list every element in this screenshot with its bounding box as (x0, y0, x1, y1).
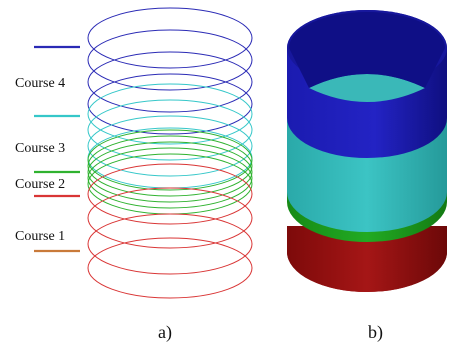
course-label-3: Course 3 (15, 141, 66, 156)
ring-course1-3 (87, 213, 253, 275)
ring-course4-1 (87, 7, 253, 69)
ring-course1-4 (87, 237, 253, 299)
ring-course2-1 (87, 129, 253, 191)
solid-band-course1-bottom (287, 252, 447, 292)
ring-course2-2 (87, 135, 253, 197)
solid-band-course3 (287, 114, 447, 232)
ring-course2-3 (87, 141, 253, 203)
solid-inner-blue-back (289, 12, 445, 88)
panel-label-b: b) (368, 322, 383, 342)
panel-label-a: a) (158, 322, 172, 342)
course-label-4: Course 4 (15, 76, 66, 91)
ring-course3-1 (87, 83, 253, 145)
ring-course1-2 (87, 187, 253, 249)
ring-course1-1 (87, 163, 253, 225)
course-label-1: Course 1 (15, 229, 66, 244)
wireframe-rings (87, 7, 253, 299)
solid-band-course2 (287, 188, 447, 242)
ring-course4-4 (87, 73, 253, 135)
ring-course4-3 (87, 51, 253, 113)
ring-course3-2 (87, 99, 253, 161)
ring-course2-4 (87, 147, 253, 209)
course-label-2: Course 2 (15, 177, 66, 192)
ring-course4-2 (87, 29, 253, 91)
ring-course3-3 (87, 115, 253, 177)
solid-inner-cyan (309, 74, 425, 102)
